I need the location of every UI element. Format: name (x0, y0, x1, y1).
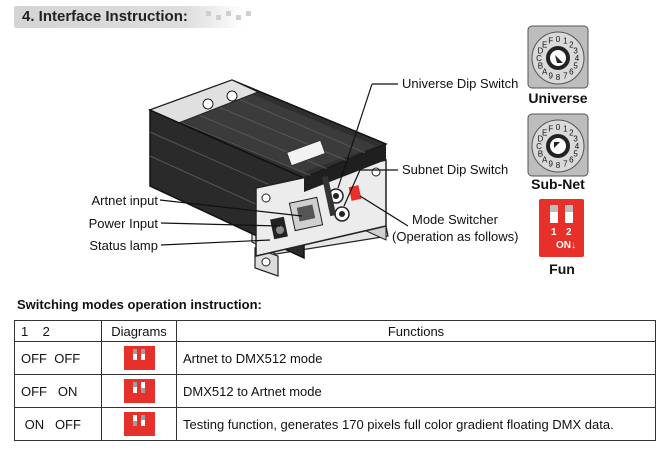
dial-label: D (538, 135, 544, 144)
dial-label: F (548, 36, 553, 45)
fun-title: Fun (549, 261, 575, 277)
dial-label: 9 (548, 72, 553, 81)
universe-dip-label: Universe Dip Switch (402, 76, 519, 91)
dial-label: E (542, 41, 547, 50)
table-row: ON OFF Testing function, generates 170 p… (14, 407, 656, 441)
fun-switch-2 (565, 205, 573, 223)
dial-label: 2 (569, 41, 574, 50)
row-function: DMX512 to Artnet mode (176, 374, 656, 408)
power-input-label: Power Input (88, 216, 158, 231)
dial-label: C (536, 54, 542, 63)
row-function: Artnet to DMX512 mode (176, 341, 656, 375)
row-positions: OFF ON (14, 374, 102, 408)
dial-label: A (542, 155, 548, 164)
dial-label: 3 (573, 135, 578, 144)
fun-switch-1 (550, 205, 558, 223)
subnet-dip-label: Subnet Dip Switch (402, 162, 509, 177)
dial-label: 1 (563, 124, 568, 133)
dip-diagram-off-on (123, 379, 155, 403)
universe-title: Universe (528, 90, 588, 106)
row-positions: ON OFF (14, 407, 102, 441)
dial-label: 6 (569, 67, 574, 76)
row-diagram (101, 407, 177, 441)
dial-label: 4 (575, 54, 580, 63)
mode-switcher-note: (Operation as follows) (392, 229, 519, 244)
dial-label: D (538, 47, 544, 56)
dial-label: 7 (563, 72, 568, 81)
dial-label: 0 (556, 35, 561, 44)
dial-label: B (538, 61, 543, 70)
dial-label: A (542, 67, 548, 76)
dial-label: 5 (573, 61, 578, 70)
row-function: Testing function, generates 170 pixels f… (176, 407, 656, 441)
dip-diagram-off-off (123, 346, 155, 370)
dial-label: C (536, 142, 542, 151)
dial-label: 5 (573, 149, 578, 158)
dial-label: E (542, 129, 547, 138)
mode-switcher-label: Mode Switcher (412, 212, 498, 227)
artnet-input-label: Artnet input (91, 193, 159, 208)
status-lamp-label: Status lamp (89, 238, 158, 253)
table-row: OFF ON DMX512 to Artnet mode (14, 374, 656, 408)
dial-label: F (548, 124, 553, 133)
header-decoration (206, 11, 254, 23)
dial-label: 3 (573, 47, 578, 56)
dial-label: 8 (556, 161, 561, 170)
table-row: OFF OFF Artnet to DMX512 mode (14, 341, 656, 375)
fun-dip-switch: 1 2 ON↓ (539, 199, 584, 257)
dip-diagram-on-off (123, 412, 155, 436)
section-heading: 4. Interface Instruction: (22, 8, 188, 25)
section-header-bar (14, 6, 244, 28)
row-positions: OFF OFF (14, 341, 102, 375)
header-functions: Functions (176, 320, 656, 342)
dial-label: 0 (556, 123, 561, 132)
header-diagrams: Diagrams (101, 320, 177, 342)
fun-num-1: 1 (551, 227, 557, 238)
switching-modes-table: 1 2 Diagrams Functions OFF OFF Artnet to… (14, 320, 656, 441)
fun-on-label: ON↓ (556, 240, 576, 251)
subnet-title: Sub-Net (531, 176, 585, 192)
dial-label: 9 (548, 160, 553, 169)
dial-label: 7 (563, 160, 568, 169)
dial-label: 6 (569, 155, 574, 164)
dial-label: 1 (563, 36, 568, 45)
dial-label: 2 (569, 129, 574, 138)
dial-label: 8 (556, 73, 561, 82)
dial-label: B (538, 149, 543, 158)
table-header-row: 1 2 Diagrams Functions (14, 320, 656, 342)
row-diagram (101, 341, 177, 375)
row-diagram (101, 374, 177, 408)
switching-modes-title: Switching modes operation instruction: (17, 297, 262, 312)
header-positions: 1 2 (14, 320, 102, 342)
dial-label: 4 (575, 142, 580, 151)
fun-num-2: 2 (566, 227, 572, 238)
